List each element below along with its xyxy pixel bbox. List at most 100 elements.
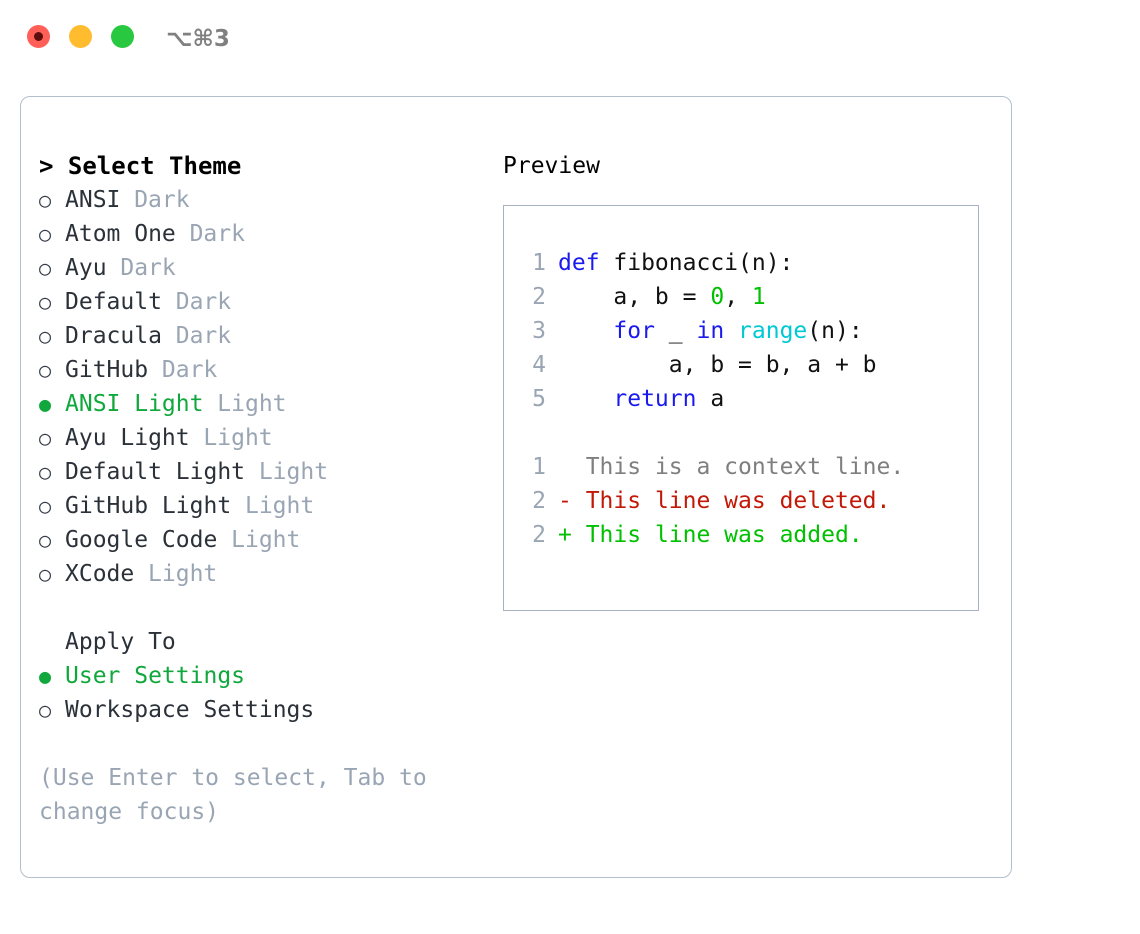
theme-item-label: XCode	[65, 561, 135, 587]
radio-unselected-icon: ○	[39, 460, 52, 484]
minimize-button[interactable]	[69, 25, 92, 48]
diff-line-text: This is a context line.	[571, 454, 905, 480]
apply-to-option-user-settings[interactable]: ●User Settings	[39, 659, 479, 693]
diff-line-text: This line was deleted.	[571, 488, 891, 514]
theme-item-variant-tag: Light	[231, 527, 301, 553]
code-token-kw: for	[613, 318, 655, 344]
code-token-plain	[558, 318, 613, 344]
code-line-number: 4	[532, 352, 546, 378]
radio-unselected-icon: ○	[39, 528, 52, 552]
theme-item-variant-tag: Dark	[120, 255, 176, 281]
theme-item-label: GitHub Light	[65, 493, 232, 519]
diff-line-number: 2	[532, 522, 546, 548]
theme-item-label: Atom One	[65, 221, 176, 247]
radio-unselected-icon: ○	[39, 698, 52, 722]
code-line: 4 a, b = b, a + b	[516, 348, 904, 382]
title-bar: ⌥⌘3	[0, 0, 1140, 76]
code-token-plain: a, b =	[558, 284, 711, 310]
window-controls	[27, 25, 134, 48]
diff-marker-added: +	[558, 522, 572, 548]
maximize-button[interactable]	[111, 25, 134, 48]
select-theme-heading: > Select Theme	[39, 152, 242, 180]
code-token-plain: ,	[724, 284, 752, 310]
diff-line-number: 1	[532, 454, 546, 480]
radio-unselected-icon: ○	[39, 358, 52, 382]
theme-item-label: GitHub	[65, 357, 149, 383]
radio-selected-icon: ●	[39, 392, 52, 416]
keyboard-hint-text: (Use Enter to select, Tab to change focu…	[39, 765, 441, 825]
code-token-plain: _	[654, 318, 697, 344]
theme-item-github[interactable]: ○ GitHub Dark	[39, 353, 479, 387]
code-token-kw: in	[696, 318, 725, 344]
code-line-text: a, b = 0, 1	[558, 280, 765, 314]
theme-item-ayu[interactable]: ○ Ayu Dark	[39, 251, 479, 285]
code-line-number: 1	[532, 250, 546, 276]
theme-item-variant-tag: Dark	[175, 289, 232, 315]
diff-marker-deleted: -	[558, 488, 572, 514]
theme-item-variant-tag: Light	[258, 459, 329, 485]
diff-line-deleted: 2- This line was deleted.	[516, 484, 904, 518]
theme-item-dracula[interactable]: ○ Dracula Dark	[39, 319, 479, 353]
code-line: 1 def fibonacci(n):	[516, 246, 904, 280]
apply-to-heading: Apply To	[65, 629, 176, 655]
theme-item-variant-tag: Light	[203, 425, 273, 451]
theme-item-label: ANSI	[65, 187, 121, 213]
code-preview: 1 def fibonacci(n): 2 a, b = 0, 1 3 for _ i…	[516, 246, 904, 552]
theme-item-variant-tag: Light	[148, 561, 218, 587]
theme-item-label: Ayu	[65, 255, 107, 281]
code-token-plain	[558, 386, 613, 412]
diff-line-text: This line was added.	[571, 522, 863, 548]
theme-item-ayu-light[interactable]: ○ Ayu Light Light	[39, 421, 479, 455]
code-token-kw: def	[558, 250, 614, 276]
theme-item-default[interactable]: ○ Default Dark	[39, 285, 479, 319]
code-token-plain: a, b = b, a + b	[558, 352, 877, 378]
theme-item-variant-tag: Dark	[134, 187, 190, 213]
code-line-text: for _ in range(n):	[558, 314, 863, 348]
apply-to-list[interactable]: ●User Settings ○ Workspace Settings	[39, 659, 479, 727]
close-button[interactable]	[27, 25, 50, 48]
code-line: 5 return a	[516, 382, 904, 416]
preview-column: Preview 1 def fibonacci(n): 2 a, b = 0, 1 3…	[503, 149, 993, 611]
code-token-plain: a	[696, 386, 725, 412]
theme-item-default-light[interactable]: ○ Default Light Light	[39, 455, 479, 489]
code-line-number: 2	[532, 284, 546, 310]
apply-to-option-workspace-settings[interactable]: ○ Workspace Settings	[39, 693, 479, 727]
theme-item-variant-tag: Dark	[189, 221, 245, 247]
apply-to-section: Apply To ●User Settings ○ Workspace Settin…	[39, 625, 479, 727]
radio-unselected-icon: ○	[39, 426, 52, 450]
code-blank-line	[516, 416, 904, 450]
theme-item-label: Ayu Light	[65, 425, 190, 451]
theme-item-variant-tag: Dark	[175, 323, 232, 349]
radio-unselected-icon: ○	[39, 222, 52, 246]
theme-item-github-light[interactable]: ○ GitHub Light Light	[39, 489, 479, 523]
radio-unselected-icon: ○	[39, 324, 52, 348]
theme-item-variant-tag: Dark	[161, 357, 218, 383]
radio-unselected-icon: ○	[39, 494, 52, 518]
apply-to-option-label: Workspace Settings	[65, 697, 315, 723]
diff-line-added: 2 + This line was added.	[516, 518, 904, 552]
code-token-plain: (n):	[807, 318, 863, 344]
code-line-text: def fibonacci(n):	[558, 246, 793, 280]
theme-item-label: Default Light	[65, 459, 246, 485]
theme-item-variant-tag: Light	[244, 493, 315, 519]
theme-item-label: Dracula	[65, 323, 162, 349]
code-line-number: 3	[532, 318, 546, 344]
radio-unselected-icon: ○	[39, 256, 52, 280]
theme-item-atom-one[interactable]: ○ Atom One Dark	[39, 217, 479, 251]
preview-heading: Preview	[503, 153, 600, 179]
theme-item-label: Default	[65, 289, 162, 315]
code-line-text: return a	[558, 382, 724, 416]
radio-unselected-icon: ○	[39, 290, 52, 314]
diff-line-number: 2	[532, 488, 546, 514]
code-token-num: 0	[710, 284, 725, 310]
code-token-kw: return	[613, 386, 697, 412]
preview-box: 1 def fibonacci(n): 2 a, b = 0, 1 3 for _ i…	[503, 205, 979, 611]
